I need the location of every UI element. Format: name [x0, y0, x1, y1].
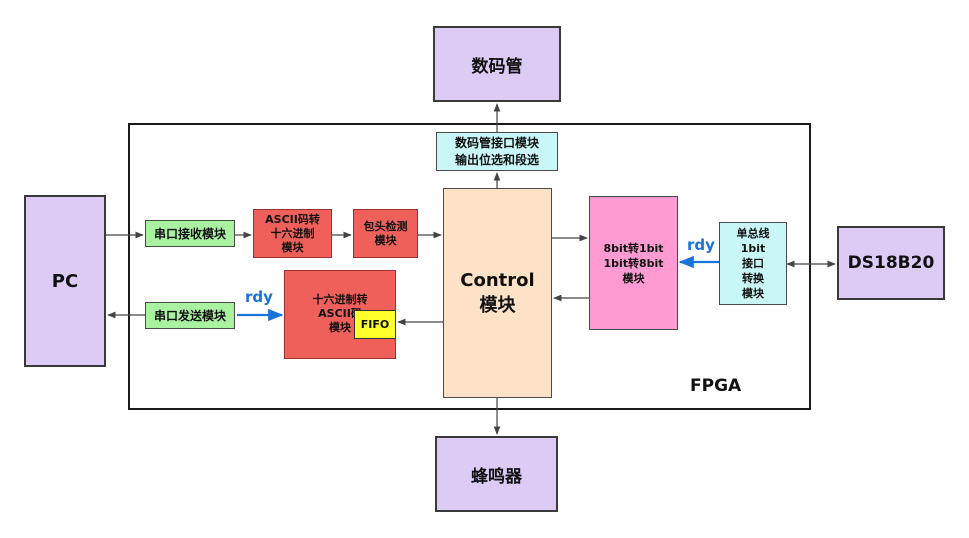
uart-receive-block: 串口接收模块 — [145, 220, 235, 247]
pc-block: PC — [24, 195, 106, 367]
seven-segment-display-block: 数码管 — [433, 26, 561, 102]
buzzer-block: 蜂鸣器 — [435, 436, 558, 512]
ascii-to-hex-block: ASCII码转 十六进制 模块 — [253, 209, 332, 258]
fpga-label: FPGA — [690, 376, 742, 396]
rdy-label-tx: rdy — [245, 288, 273, 306]
control-block: Control 模块 — [443, 188, 552, 398]
bit-convert-block: 8bit转1bit 1bit转8bit 模块 — [589, 196, 678, 330]
uart-transmit-block: 串口发送模块 — [145, 302, 235, 329]
rdy-label-convert: rdy — [687, 236, 715, 254]
ds18b20-block: DS18B20 — [837, 226, 945, 300]
onewire-interface-block: 单总线 1bit 接口 转换 模块 — [719, 222, 787, 305]
segment-interface-block: 数码管接口模块 输出位选和段选 — [436, 132, 558, 171]
fifo-block: FIFO — [354, 310, 396, 339]
header-detect-block: 包头检测 模块 — [353, 209, 418, 258]
hex-to-ascii-label: 十六进制转 ASCII码 模块 — [312, 293, 368, 334]
